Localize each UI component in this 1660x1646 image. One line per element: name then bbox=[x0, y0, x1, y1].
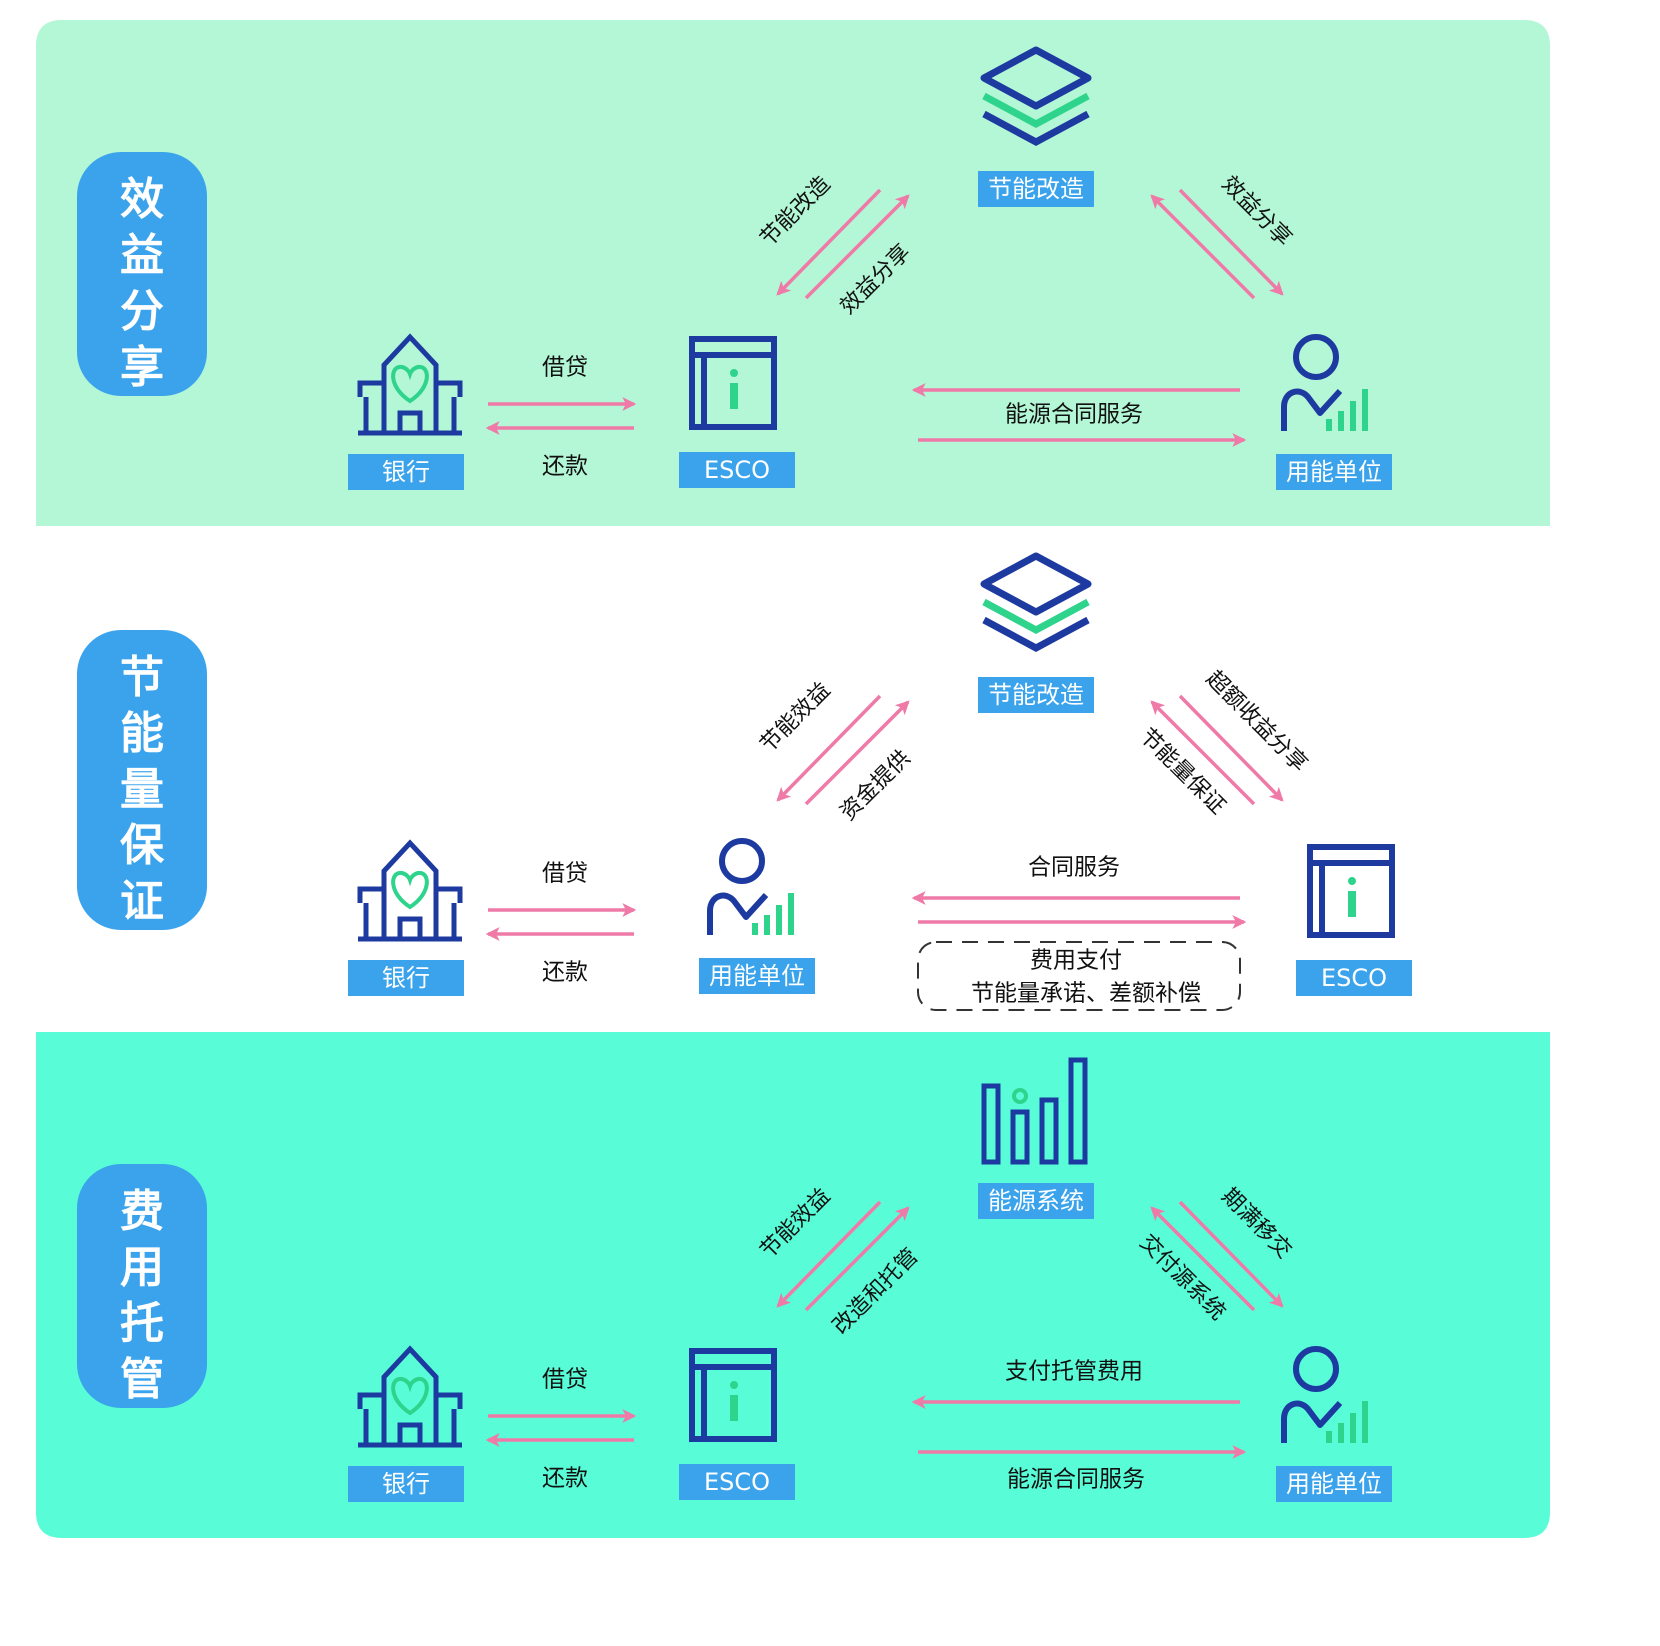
diag-left-down-arrow bbox=[776, 1200, 882, 1308]
horizontal-arrows: 合同服务 bbox=[911, 855, 1247, 929]
top-node-label: 节能改造 bbox=[978, 171, 1094, 207]
layers-icon bbox=[980, 46, 1092, 146]
right-node-label-text: ESCO bbox=[1321, 964, 1387, 992]
bar-chart-icon bbox=[981, 1057, 1088, 1165]
user-chart-icon bbox=[1281, 1346, 1368, 1443]
top-node: 节能改造 bbox=[978, 552, 1094, 713]
section-title-badge: 效益分享 bbox=[77, 152, 207, 396]
section-background bbox=[36, 526, 1550, 1032]
loan-label: 借贷 bbox=[542, 355, 588, 381]
diag-right-up-arrow bbox=[1150, 1206, 1256, 1312]
info-panel-icon bbox=[1307, 844, 1395, 938]
bank-node: 银行 bbox=[348, 333, 464, 490]
diag-right-up-arrow bbox=[1150, 194, 1256, 300]
right-node: ESCO bbox=[1296, 844, 1412, 996]
dashed-note-line2: 节能量承诺、差额补偿 bbox=[971, 981, 1201, 1007]
bank-node: 银行 bbox=[348, 839, 464, 996]
top-node-label-text: 节能改造 bbox=[988, 175, 1084, 203]
diag-left-up-arrow bbox=[804, 1206, 910, 1312]
section-title: 节能量保证 bbox=[120, 652, 165, 927]
horizontal-upper-label: 合同服务 bbox=[1028, 855, 1120, 881]
repay-label: 还款 bbox=[542, 454, 588, 480]
right-node-label: 用能单位 bbox=[1276, 454, 1392, 490]
user-chart-icon bbox=[1281, 334, 1368, 431]
layers-icon bbox=[980, 552, 1092, 652]
middle-node-label-text: 用能单位 bbox=[709, 962, 805, 990]
loan-label: 借贷 bbox=[542, 861, 588, 887]
right-node: 用能单位 bbox=[1276, 334, 1392, 490]
top-node-label: 节能改造 bbox=[978, 677, 1094, 713]
bank-node-label-text: 银行 bbox=[382, 1470, 430, 1498]
horizontal-lower-label: 能源合同服务 bbox=[1007, 1467, 1145, 1493]
bank-node-label: 银行 bbox=[348, 960, 464, 996]
diag-left-up-arrow bbox=[804, 194, 910, 300]
middle-node-label: ESCO bbox=[679, 452, 795, 488]
middle-node: 用能单位 bbox=[699, 838, 815, 994]
repay-label: 还款 bbox=[542, 960, 588, 986]
bank-node-label-text: 银行 bbox=[382, 964, 430, 992]
middle-node: ESCO bbox=[679, 336, 795, 488]
loan-label: 借贷 bbox=[542, 1367, 588, 1393]
diag-right-down-arrow bbox=[1178, 1200, 1284, 1308]
right-node-label-text: 用能单位 bbox=[1286, 1470, 1382, 1498]
bank-icon bbox=[357, 1345, 463, 1448]
bank-node-label: 银行 bbox=[348, 454, 464, 490]
bank-node-label: 银行 bbox=[348, 1466, 464, 1502]
diag-left-up-arrow bbox=[804, 700, 910, 806]
section-background bbox=[36, 1032, 1550, 1538]
info-panel-icon bbox=[689, 336, 777, 430]
bank-node-label-text: 银行 bbox=[382, 458, 430, 486]
right-node-label: 用能单位 bbox=[1276, 1466, 1392, 1502]
diag-right-up-arrow bbox=[1150, 700, 1256, 806]
top-node-label-text: 节能改造 bbox=[988, 681, 1084, 709]
bank-icon bbox=[357, 839, 463, 942]
dashed-note-line1: 费用支付 bbox=[1030, 948, 1122, 974]
repay-label: 还款 bbox=[542, 1466, 588, 1492]
section-title-badge: 费用托管 bbox=[77, 1164, 207, 1408]
right-node: 用能单位 bbox=[1276, 1346, 1392, 1502]
bank-node: 银行 bbox=[348, 1345, 464, 1502]
middle-node: ESCO bbox=[679, 1348, 795, 1500]
section-title: 费用托管 bbox=[120, 1186, 164, 1405]
middle-node-label: 用能单位 bbox=[699, 958, 815, 994]
section-title: 效益分享 bbox=[120, 174, 164, 393]
top-node-label: 能源系统 bbox=[978, 1183, 1094, 1219]
diag-left-down-arrow bbox=[776, 694, 882, 802]
top-node: 节能改造 bbox=[978, 46, 1094, 207]
middle-node-label-text: ESCO bbox=[704, 1468, 770, 1496]
user-chart-icon bbox=[707, 838, 794, 935]
horizontal-middle-label: 能源合同服务 bbox=[1005, 402, 1143, 428]
bank-icon bbox=[357, 333, 463, 436]
middle-node-label-text: ESCO bbox=[704, 456, 770, 484]
section-background bbox=[36, 20, 1550, 526]
diag-left-down-arrow bbox=[776, 188, 882, 296]
diag-right-down-arrow bbox=[1178, 694, 1284, 802]
right-node-label: ESCO bbox=[1296, 960, 1412, 996]
top-node-label-text: 能源系统 bbox=[988, 1187, 1084, 1215]
horizontal-upper-label: 支付托管费用 bbox=[1005, 1359, 1143, 1385]
right-node-label-text: 用能单位 bbox=[1286, 458, 1382, 486]
info-panel-icon bbox=[689, 1348, 777, 1442]
top-node: 能源系统 bbox=[978, 1057, 1094, 1219]
horizontal-arrows: 能源合同服务 bbox=[911, 383, 1247, 447]
section-title-badge: 节能量保证 bbox=[77, 630, 207, 930]
diag-right-down-arrow bbox=[1178, 188, 1284, 296]
middle-node-label: ESCO bbox=[679, 1464, 795, 1500]
